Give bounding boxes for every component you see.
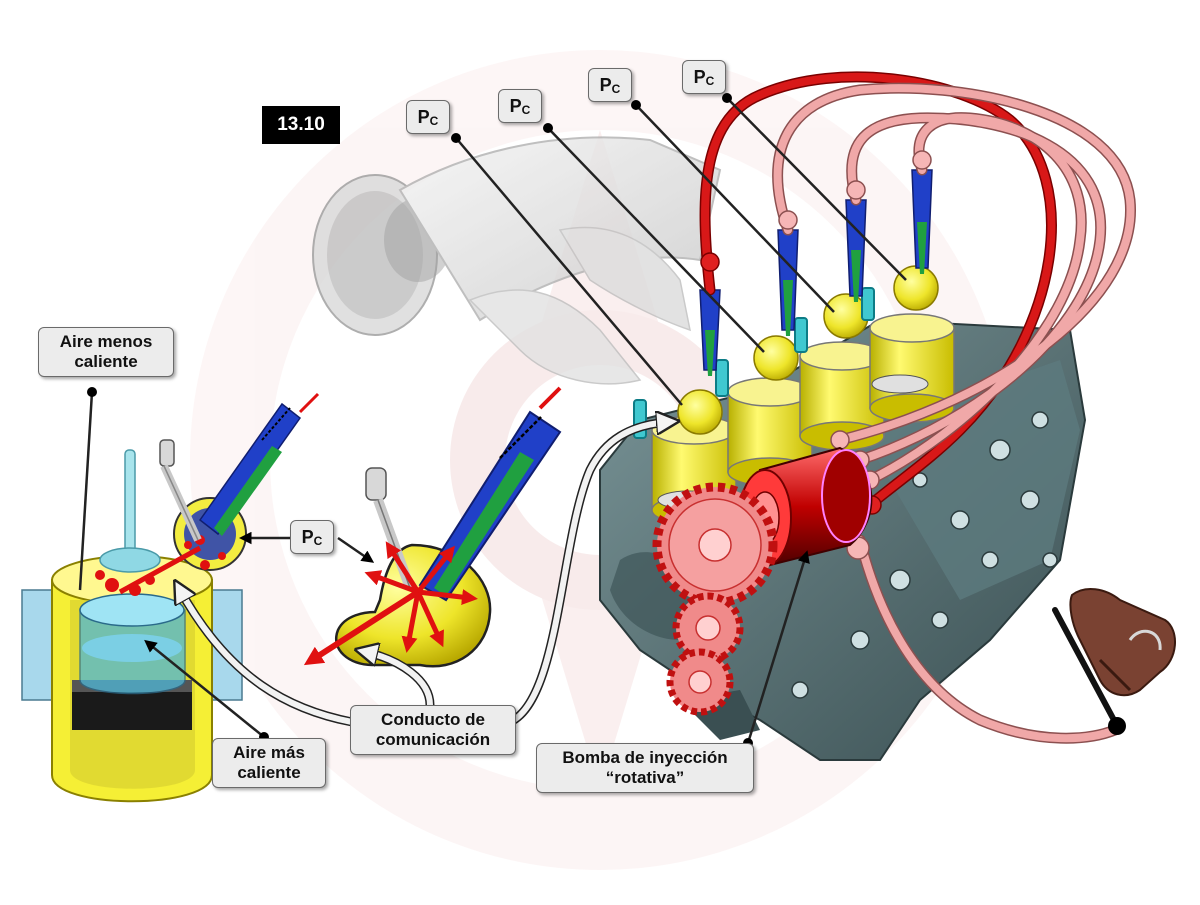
engine-cylinders (633, 265, 955, 525)
pc-letter: P (599, 75, 612, 95)
pc-sub: C (313, 534, 323, 548)
injector-2 (777, 229, 799, 336)
pc-label-2: PC (498, 89, 542, 123)
pc-sub: C (521, 103, 531, 117)
pc-label-4: PC (682, 60, 726, 94)
label-line-1: Aire más (233, 743, 305, 762)
aire-menos-caliente-label: Aire menos caliente (38, 327, 174, 377)
label-line-2: “rotativa” (605, 768, 685, 787)
label-line-2: comunicación (375, 730, 491, 749)
pc-label-1: PC (406, 100, 450, 134)
accelerator-pedal (1052, 588, 1177, 735)
conducto-comunicacion-label: Conducto de comunicación (350, 705, 516, 755)
engine-injectors (699, 169, 933, 376)
cylinder-2 (727, 377, 813, 487)
small-injector (198, 392, 320, 536)
pc-sub: C (429, 114, 439, 128)
pc-label-3: PC (588, 68, 632, 102)
drive-gears (652, 482, 778, 716)
injector-1 (699, 289, 721, 376)
small-glow-plug (159, 439, 202, 542)
gear-large (652, 482, 778, 608)
leader-lines (78, 97, 907, 744)
label-line-2: caliente (74, 352, 138, 371)
intake-manifold (312, 136, 722, 385)
fuel-lines (699, 71, 1136, 744)
pc-letter: P (301, 527, 314, 547)
label-line-1: Bomba de inyección (562, 748, 728, 767)
pc-sub: C (705, 74, 715, 88)
gear-medium (672, 592, 744, 664)
duct-pointer-arrows (180, 422, 668, 727)
pc-label-5: PC (290, 520, 334, 554)
cylinder-4 (869, 313, 955, 423)
injector-4 (911, 169, 933, 274)
bomba-inyeccion-label: Bomba de inyección “rotativa” (536, 743, 754, 793)
figure-number: 13.10 (262, 106, 340, 144)
label-line-2: caliente (237, 763, 301, 782)
label-line-1: Conducto de (381, 710, 485, 729)
injector-3 (845, 199, 867, 302)
pc-letter: P (417, 107, 430, 127)
prechamber-enlarged (303, 386, 562, 668)
shoe-icon (1069, 588, 1177, 697)
aire-mas-caliente-label: Aire más caliente (212, 738, 326, 788)
pc-letter: P (693, 67, 706, 87)
gear-small (666, 648, 734, 716)
pc-sub: C (611, 82, 621, 96)
pc-letter: P (509, 96, 522, 116)
label-line-1: Aire menos (59, 332, 153, 351)
